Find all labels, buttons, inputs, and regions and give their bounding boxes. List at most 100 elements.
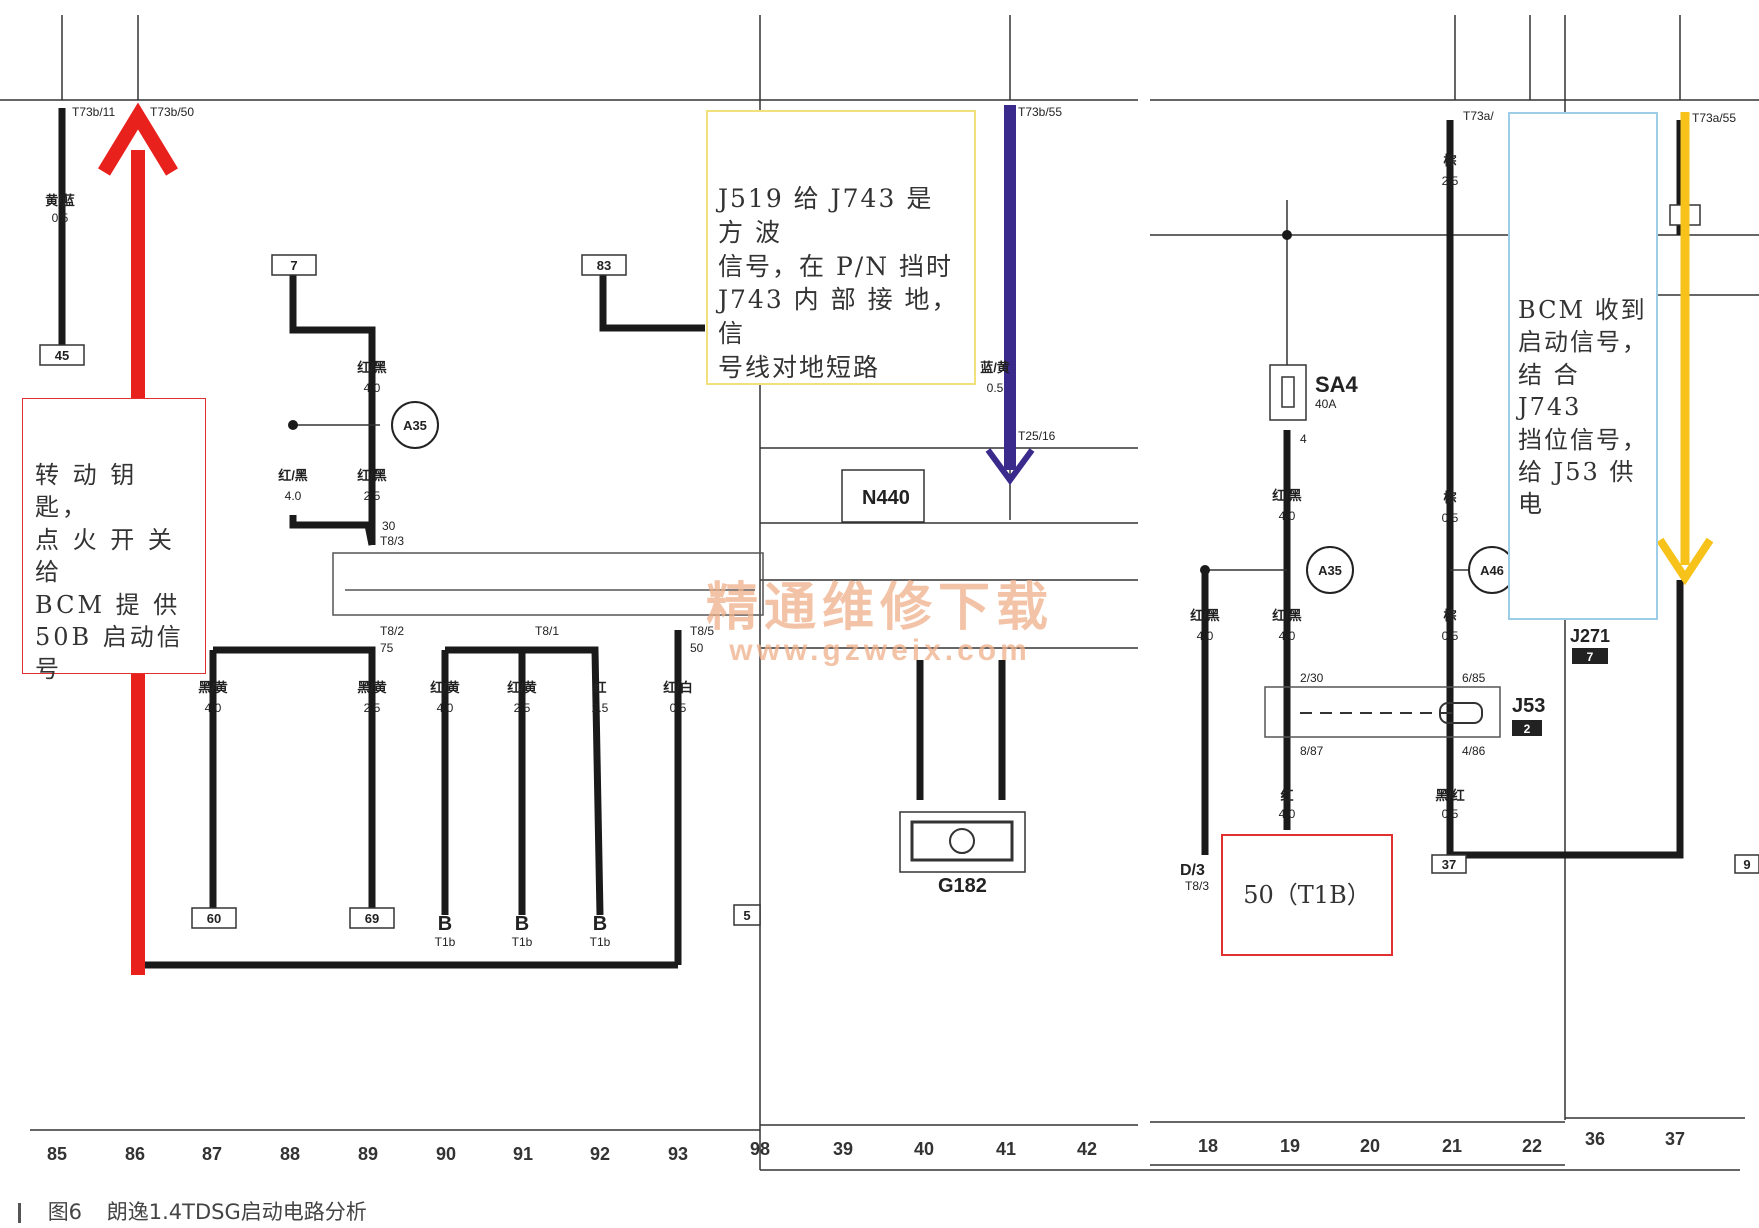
caption-bar — [18, 1203, 21, 1223]
j271-sub-badge — [1572, 648, 1608, 664]
g182-symbol — [949, 828, 975, 854]
a35-symbol-1: A35 — [391, 401, 439, 449]
black-wires — [58, 108, 1684, 969]
wire-size: 0.5 — [1442, 511, 1459, 525]
caption-title: 朗逸1.4TDSG启动电路分析 — [106, 1200, 367, 1224]
wire-label: 红 — [593, 680, 606, 695]
a46-label: A46 — [1480, 563, 1504, 578]
box-69: 69 — [365, 911, 379, 926]
wire-label: 棕 — [1442, 490, 1456, 505]
j53-8-87-label: 8/87 — [1300, 744, 1324, 758]
wire-size: 4.0 — [1279, 807, 1296, 821]
j53-coil — [1439, 702, 1483, 724]
column-number: 40 — [914, 1139, 934, 1159]
wire-label: 红/白 — [663, 680, 693, 695]
box-45: 45 — [55, 348, 69, 363]
wire-label: 红/黑 — [278, 468, 308, 483]
column-number: 87 — [202, 1144, 222, 1164]
t25-16-label: T25/16 — [1018, 429, 1056, 443]
wire-size: 4.0 — [285, 489, 302, 503]
wire-label: 红/黄 — [507, 680, 537, 695]
column-number: 98 — [750, 1139, 770, 1159]
column-number: 37 — [1665, 1129, 1685, 1149]
wire-size: 2.5 — [364, 701, 381, 715]
t8-1-label: T8/1 — [535, 624, 559, 638]
column-number: 41 — [996, 1139, 1016, 1159]
column-number: 85 — [47, 1144, 67, 1164]
sa4-label: SA4 — [1315, 372, 1359, 397]
sa4-fuse-element — [1281, 376, 1295, 408]
wire-label: 红/黑 — [1272, 608, 1302, 623]
column-number: 36 — [1585, 1129, 1605, 1149]
t8-2-label: T8/2 — [380, 624, 404, 638]
t1b-label-1: T1b — [435, 935, 456, 949]
column-number: 19 — [1280, 1136, 1300, 1156]
a35-symbol-2: A35 — [1306, 546, 1354, 594]
wire-label: 红/黄 — [430, 680, 460, 695]
j53-6-85-label: 6/85 — [1462, 671, 1486, 685]
t8-5-label: T8/5 — [690, 624, 714, 638]
wire-size: 4.0 — [364, 381, 381, 395]
pin-4-label: 4 — [1300, 432, 1307, 446]
wire-label: 棕 — [1442, 608, 1456, 623]
wire-size: 4.0 — [1279, 629, 1296, 643]
connector-labels: T73b/11 T73b/50 T73b/55 T73a/ T73a/55 T2… — [72, 105, 1736, 758]
watermark: 精通维修下载 www.gzweix.com — [700, 565, 1060, 668]
t73b-11-label: T73b/11 — [72, 105, 115, 119]
j53-2-30-label: 2/30 — [1300, 671, 1324, 685]
wire-size: 2.5 — [1442, 174, 1459, 188]
junction-dot — [1200, 565, 1210, 575]
t73a-label: T73a/ — [1463, 109, 1494, 123]
j53-sub-badge — [1512, 720, 1542, 736]
wire-label: 红/黑 — [1190, 608, 1220, 623]
wire-size: 4.0 — [1279, 509, 1296, 523]
purple-arrow — [985, 105, 1035, 486]
wire-label: 蓝/黄 — [980, 360, 1010, 375]
wire-labels: 黄/蓝 0.5 红/黑 4.0 红/黑 4.0 红/黑 2.5 黑/黄 4.0 … — [45, 153, 1465, 821]
wire-size: 0.5 — [52, 211, 69, 225]
column-number: 91 — [513, 1144, 533, 1164]
box-60: 60 — [207, 911, 221, 926]
figure-caption: 图6 朗逸1.4TDSG启动电路分析 — [18, 1196, 367, 1226]
note-terminal-50: 50（T1B） — [1221, 834, 1393, 956]
sa4-fuse — [1269, 364, 1307, 421]
junction-dot — [288, 420, 298, 430]
t1b-label-2: T1b — [512, 935, 533, 949]
j53-4-86-label: 4/86 — [1462, 744, 1486, 758]
wire-size: 0.5 — [1442, 807, 1459, 821]
watermark-text: 精通维修下载 — [705, 578, 1054, 638]
wire-size: 2.5 — [514, 701, 531, 715]
wire-size: 4.0 — [437, 701, 454, 715]
column-number: 93 — [668, 1144, 688, 1164]
wire-size: 4.0 — [1197, 629, 1214, 643]
j53-sub-label: 2 — [1524, 722, 1531, 736]
a35-label-2: A35 — [1318, 563, 1342, 578]
a46-symbol: A46 — [1468, 546, 1516, 594]
ignition-switch — [332, 552, 764, 616]
n440-label: N440 — [862, 487, 910, 509]
caption-figure-number: 图6 — [47, 1200, 83, 1224]
j53-label: J53 — [1512, 695, 1545, 717]
g182-label: G182 — [938, 875, 987, 897]
watermark-url: www.gzweix.com — [729, 634, 1031, 667]
connector-boxes — [39, 204, 1759, 929]
d-sub-label: T8/3 — [1185, 879, 1209, 893]
d-label: D/3 — [1180, 862, 1205, 879]
column-number: 89 — [358, 1144, 378, 1164]
wire-size: 2.5 — [592, 701, 609, 715]
b-label-2: B — [515, 913, 529, 935]
column-number: 88 — [280, 1144, 300, 1164]
n440-box — [841, 469, 925, 523]
g182-inner — [910, 820, 1014, 862]
wire-size: 0.5 — [670, 701, 687, 715]
note-ignition-start-signal: 转 动 钥 匙， 点 火 开 关 给 BCM 提 供 50B 启动信号 — [22, 398, 206, 683]
b-label-1: B — [438, 913, 452, 935]
top-leads — [61, 15, 1681, 100]
yellow-arrow — [1656, 112, 1714, 586]
t73b-55-label: T73b/55 — [1018, 105, 1062, 119]
column-number: 92 — [590, 1144, 610, 1164]
wire-label: 棕 — [1442, 153, 1456, 168]
column-number: 86 — [125, 1144, 145, 1164]
pin-75-label: 75 — [380, 641, 394, 655]
